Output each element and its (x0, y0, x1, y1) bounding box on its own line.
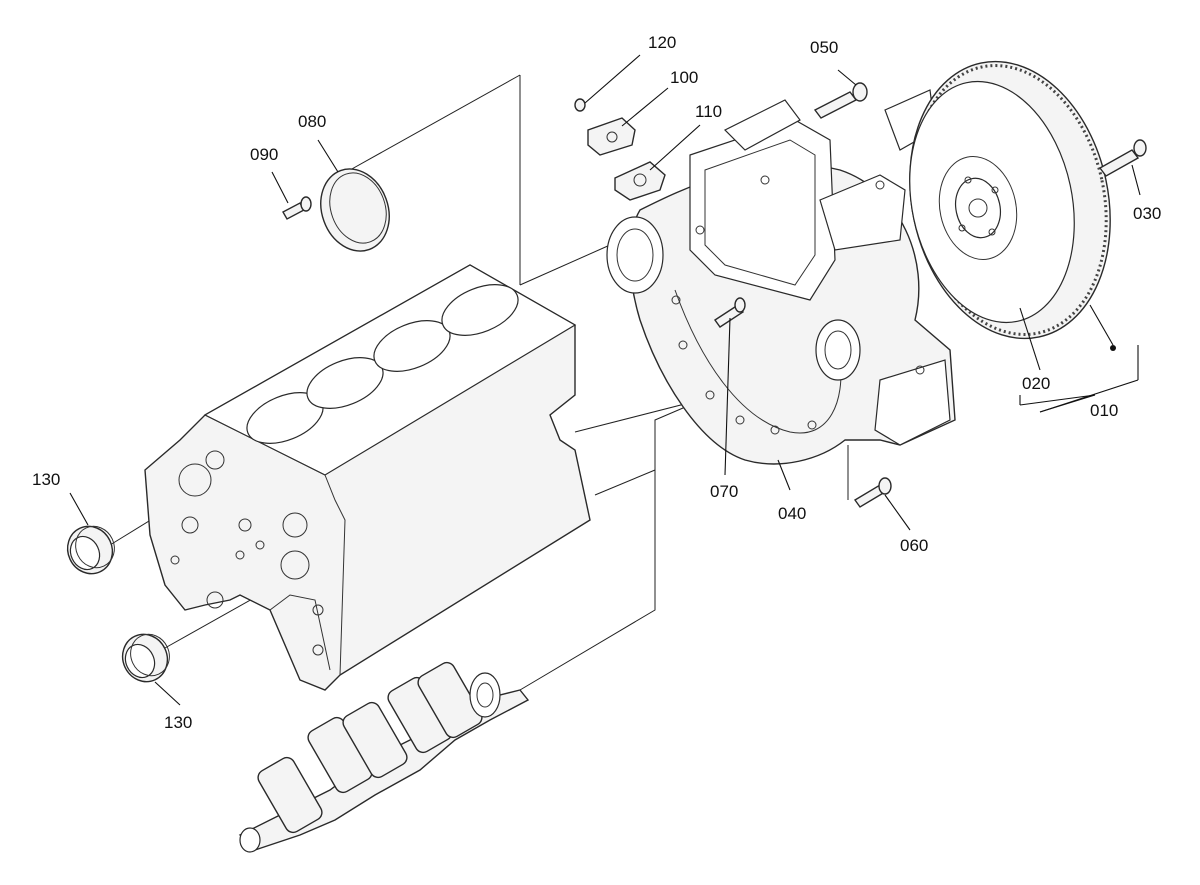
callout-070: 070 (710, 482, 738, 501)
flywheel (909, 60, 1111, 340)
callout-120: 120 (648, 33, 676, 52)
callout-010: 010 (1090, 401, 1118, 420)
callout-130-lower: 130 (164, 713, 192, 732)
callout-080: 080 (298, 112, 326, 131)
callout-130-upper: 130 (32, 470, 60, 489)
callout-090: 090 (250, 145, 278, 164)
gasket (614, 161, 666, 201)
crankshaft (238, 661, 530, 853)
callout-labels: 010 020 030 040 050 060 070 080 090 100 … (32, 33, 1161, 732)
cover-bolt (282, 196, 312, 220)
cover-plate (320, 168, 390, 252)
callout-050: 050 (810, 38, 838, 57)
oil-seal-upper (66, 525, 115, 575)
small-screw (574, 98, 586, 112)
callout-100: 100 (670, 68, 698, 87)
housing-bolt-inner (714, 297, 746, 328)
callout-030: 030 (1133, 204, 1161, 223)
cylinder-block (144, 264, 591, 691)
flywheel-bolt (1098, 139, 1147, 177)
oil-seal-lower (121, 633, 170, 683)
callout-110: 110 (695, 102, 722, 121)
flywheel-housing (606, 89, 956, 465)
callout-060: 060 (900, 536, 928, 555)
housing-bolt-upper (813, 82, 868, 119)
gasket-plate (587, 117, 636, 156)
housing-bolt-lower (853, 477, 892, 508)
callout-040: 040 (778, 504, 806, 523)
callout-leaders (69, 54, 1141, 706)
callout-020: 020 (1022, 374, 1050, 393)
